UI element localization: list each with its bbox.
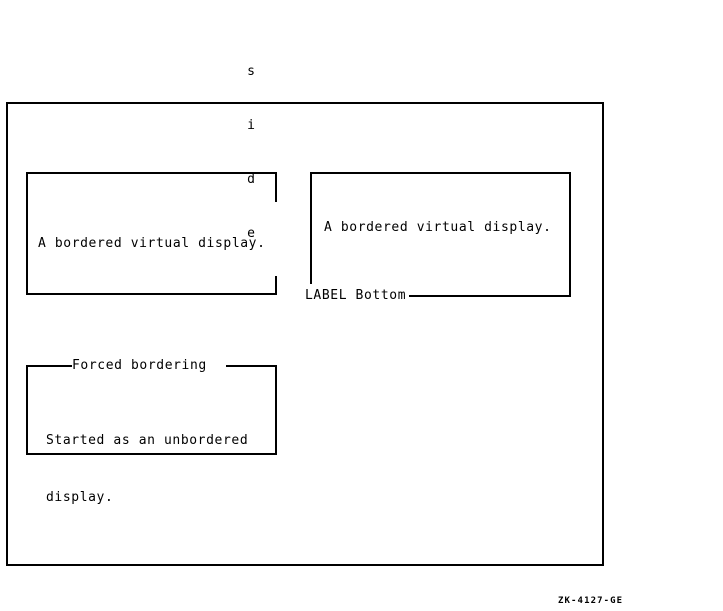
- display-three-border-top-left: [26, 365, 74, 367]
- display-one-border-left: [26, 172, 28, 295]
- display-one-border-bottom: [26, 293, 277, 295]
- display-one-body-text: A bordered virtual display.: [38, 236, 266, 251]
- display-two-border-right: [569, 172, 571, 297]
- display-three-body-line-1: Started as an unbordered: [46, 433, 249, 448]
- side-label-char-i: i: [247, 118, 255, 133]
- figure-outer-frame: [6, 102, 604, 566]
- display-one-border-right-lower: [275, 276, 277, 295]
- display-three-border-bottom: [26, 453, 277, 455]
- display-three-body-line-2: display.: [46, 490, 114, 505]
- display-two-border-left: [310, 172, 312, 284]
- side-label-char-e: e: [247, 226, 255, 241]
- side-label-char-s: s: [247, 64, 255, 79]
- display-two-border-bottom: [409, 295, 571, 297]
- display-two-border-top: [310, 172, 571, 174]
- display-three-border-top-right: [226, 365, 277, 367]
- display-two-bottom-label: LABEL Bottom: [305, 288, 407, 303]
- display-two-body-text: A bordered virtual display.: [324, 220, 552, 235]
- display-three-top-label: Forced bordering: [72, 358, 207, 374]
- display-one-border-top: [26, 172, 277, 174]
- virtual-display-forced-border: Started as an unbordered display.: [26, 365, 277, 505]
- display-one-border-right-upper: [275, 172, 277, 202]
- side-label-char-d: d: [247, 172, 255, 187]
- display-one-side-label: s i d e: [244, 27, 258, 261]
- display-three-border-right: [275, 365, 277, 455]
- figure-id-caption: ZK-4127-GE: [558, 596, 624, 606]
- virtual-display-bottom-label: A bordered virtual display.: [310, 172, 571, 297]
- display-three-border-left: [26, 365, 28, 455]
- virtual-display-side-label: A bordered virtual display.: [26, 172, 277, 295]
- display-three-body-text: Started as an unbordered display.: [46, 393, 248, 545]
